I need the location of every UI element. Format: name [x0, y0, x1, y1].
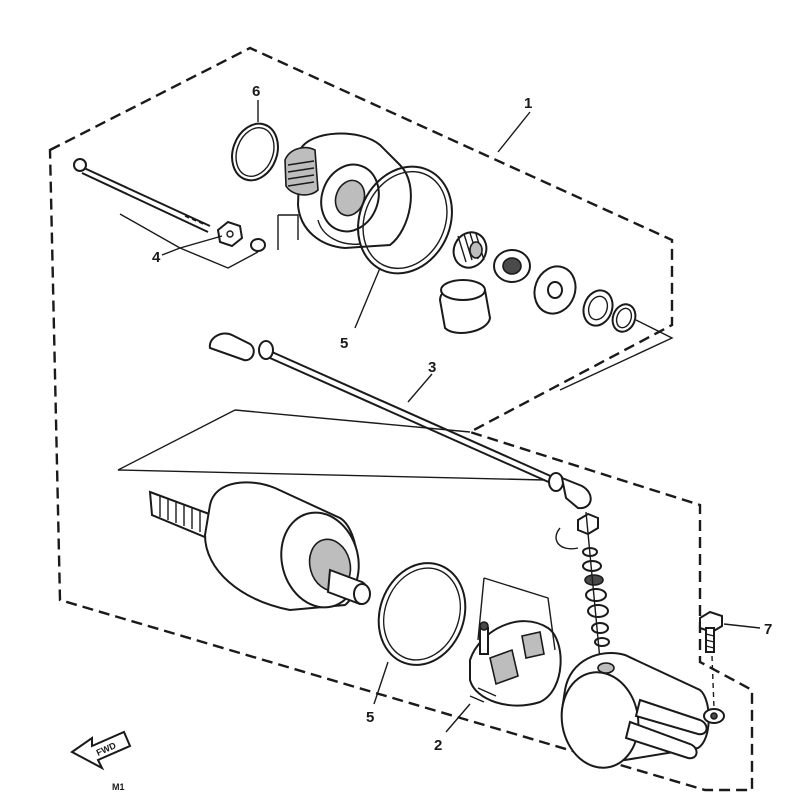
o-ring-large-lower-inner [382, 567, 462, 661]
washer-small-b [611, 303, 637, 333]
callout-5b: 5 [366, 709, 374, 726]
callout-5a: 5 [340, 335, 348, 352]
o-ring-top-inner [235, 127, 275, 177]
o-ring-large-upper [357, 165, 453, 275]
lead-wire [208, 332, 592, 510]
through-bolt [73, 158, 211, 233]
cover-mount-bracket [277, 214, 299, 250]
o-ring-large-lower [377, 562, 467, 666]
o-ring-large-upper-inner [362, 170, 448, 270]
thrust-washer-large [533, 265, 577, 315]
terminal-washer-stack [577, 512, 610, 647]
front-cover [284, 132, 412, 250]
callout-3-leader [407, 373, 433, 403]
callout-5b-leader [373, 661, 389, 705]
callout-7-leader [723, 623, 761, 629]
corner-mark: M1 [112, 782, 125, 792]
brush-holder [469, 620, 562, 707]
washer-small-a [582, 289, 614, 327]
callout-1: 1 [524, 95, 532, 112]
rear-cover [560, 652, 725, 769]
armature [148, 481, 371, 612]
callout-5a-leader [354, 267, 381, 329]
bolt-nut [216, 220, 266, 252]
o-ring-top [231, 122, 279, 182]
callout-3: 3 [428, 359, 436, 376]
mounting-bolt [699, 610, 723, 653]
callout-2-leader [445, 703, 471, 733]
needle-bearing [452, 231, 488, 269]
fwd-arrow-icon: FWD [70, 730, 132, 771]
wire-guide-lines [117, 409, 546, 481]
brush-holder-bracket [477, 577, 556, 651]
washer-stack-guide [555, 511, 601, 661]
callout-6: 6 [252, 83, 260, 100]
oil-seal [493, 249, 531, 283]
upper-stack-line [559, 319, 674, 391]
bolt-guide-dashed [711, 655, 715, 709]
callout-4-bracket [119, 213, 259, 269]
callout-2: 2 [434, 737, 442, 754]
callout-4: 4 [152, 249, 161, 266]
bushing [438, 279, 492, 334]
callout-7: 7 [764, 621, 772, 638]
callout-1-leader [497, 111, 531, 153]
